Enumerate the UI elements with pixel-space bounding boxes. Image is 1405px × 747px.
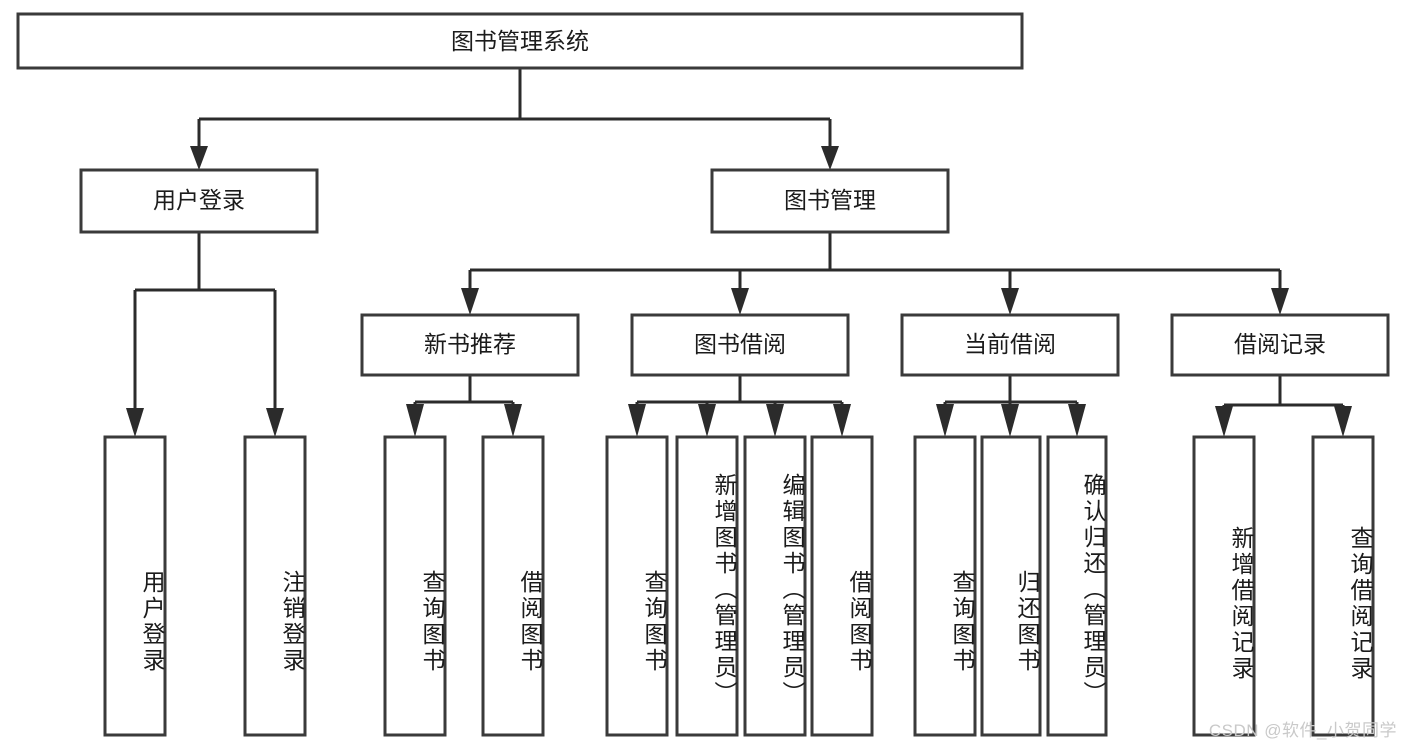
arrow-to-leaf-query-book-1 <box>406 404 424 437</box>
node-book-borrow[interactable]: 图书借阅 <box>630 313 850 377</box>
leaf-edit-book-box[interactable] <box>743 435 807 737</box>
connector-group-new-book-recommend <box>406 375 522 437</box>
node-borrow-record[interactable]: 借阅记录 <box>1170 313 1390 377</box>
leaf-query-book-1-box[interactable] <box>383 435 447 737</box>
leaf-add-book-box[interactable] <box>675 435 739 737</box>
leaf-boxes <box>103 435 1375 737</box>
arrow-to-book-borrow <box>731 288 749 315</box>
arrow-to-leaf-edit-book <box>766 404 784 437</box>
node-new-book-recommend-box[interactable] <box>360 313 580 377</box>
leaf-borrow-book-1-box[interactable] <box>481 435 545 737</box>
node-borrow-record-box[interactable] <box>1170 313 1390 377</box>
node-borrow-record-label: 借阅记录 <box>1234 331 1326 357</box>
node-book-management-box[interactable] <box>710 168 950 234</box>
node-current-borrow-box[interactable] <box>900 313 1120 377</box>
arrow-to-leaf-borrow-book-1 <box>504 404 522 437</box>
node-book-management-label: 图书管理 <box>784 187 876 213</box>
node-book-borrow-label: 图书借阅 <box>694 331 786 357</box>
node-root[interactable]: 图书管理系统 <box>16 12 1024 70</box>
arrow-to-leaf-confirm-return <box>1068 404 1086 437</box>
leaf-add-record-box[interactable] <box>1192 435 1256 737</box>
arrow-to-new-book-recommend <box>461 288 479 315</box>
connector-group-current-borrow <box>936 375 1086 437</box>
arrow-to-leaf-query-record <box>1334 406 1352 437</box>
csdn-watermark: CSDN @软件_小贺同学 <box>1208 721 1397 740</box>
arrow-to-leaf-return-book <box>1001 404 1019 437</box>
leaf-borrow-book-2-box[interactable] <box>810 435 874 737</box>
leaf-query-book-2-box[interactable] <box>605 435 669 737</box>
connector-group-root <box>190 68 839 170</box>
node-user-login-label: 用户登录 <box>153 187 245 213</box>
leaf-user-login-box[interactable] <box>103 435 167 737</box>
arrow-to-leaf-query-book-2 <box>628 404 646 437</box>
arrow-to-leaf-add-record <box>1215 406 1233 437</box>
leaf-query-book-3-box[interactable] <box>913 435 977 737</box>
node-user-login-box[interactable] <box>79 168 319 234</box>
node-new-book-recommend[interactable]: 新书推荐 <box>360 313 580 377</box>
node-book-management[interactable]: 图书管理 <box>710 168 950 234</box>
connector-group-borrow-record <box>1215 375 1352 437</box>
node-book-borrow-box[interactable] <box>630 313 850 377</box>
arrow-to-leaf-user-login <box>126 408 144 437</box>
arrow-to-current-borrow <box>1001 288 1019 315</box>
node-root-label: 图书管理系统 <box>451 28 589 54</box>
node-user-login[interactable]: 用户登录 <box>79 168 319 234</box>
leaf-confirm-return-box[interactable] <box>1046 435 1108 737</box>
arrow-to-leaf-query-book-3 <box>936 404 954 437</box>
node-current-borrow[interactable]: 当前借阅 <box>900 313 1120 377</box>
arrow-to-user-login <box>190 146 208 170</box>
arrow-to-book-management <box>821 146 839 170</box>
node-new-book-recommend-label: 新书推荐 <box>424 331 516 357</box>
connector-group-user-login <box>126 232 284 437</box>
node-current-borrow-label: 当前借阅 <box>964 331 1056 357</box>
arrow-to-borrow-record <box>1271 288 1289 315</box>
node-root-box[interactable] <box>16 12 1024 70</box>
arrow-to-leaf-logout-login <box>266 408 284 437</box>
arrow-to-leaf-add-book <box>698 404 716 437</box>
leaf-return-book-box[interactable] <box>980 435 1042 737</box>
connector-group-book-borrow <box>628 375 851 437</box>
arrow-to-leaf-borrow-book-2 <box>833 404 851 437</box>
leaf-logout-login-box[interactable] <box>243 435 307 737</box>
connector-group-book-management <box>461 232 1289 315</box>
leaf-query-record-box[interactable] <box>1311 435 1375 737</box>
